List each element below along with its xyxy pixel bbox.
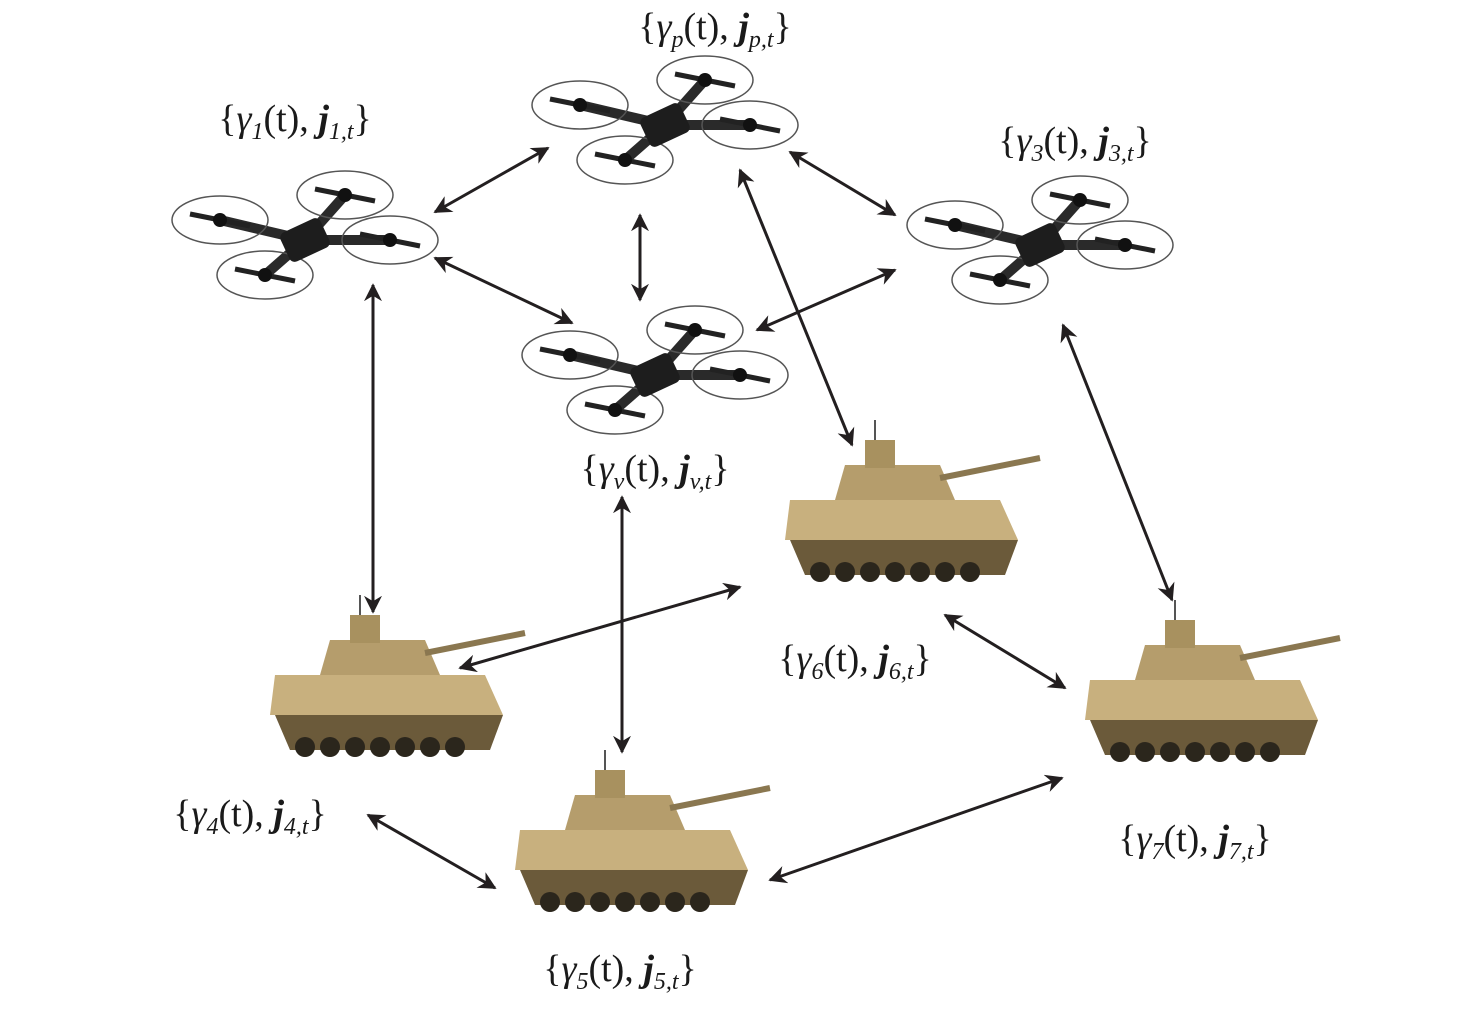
node-label-v: {γv(t), jv,t} — [580, 450, 729, 494]
j-symbol: j — [1218, 818, 1229, 860]
gamma-symbol: γ — [1136, 818, 1152, 860]
link-arrow-6-7 — [943, 613, 1067, 690]
drone-v-icon — [521, 305, 789, 435]
open-brace: { — [638, 6, 657, 48]
link-arrow-6-4 — [458, 582, 742, 673]
open-brace: { — [218, 98, 237, 140]
j-symbol: j — [643, 948, 654, 990]
close-brace: } — [678, 948, 697, 990]
node-label-5: {γ5(t), j5,t} — [543, 950, 697, 994]
tank-4-icon — [270, 595, 526, 757]
gamma-symbol: γ — [1016, 120, 1032, 162]
node-label-3: {γ3(t), j3,t} — [998, 122, 1152, 166]
open-brace: { — [543, 948, 562, 990]
link-arrow-1-v — [433, 256, 574, 325]
j-subscript: 1,t — [328, 119, 354, 145]
close-brace: } — [711, 448, 730, 490]
node-label-p: {γp(t), jp,t} — [638, 8, 792, 52]
gamma-subscript: 1 — [251, 119, 264, 145]
drone-3-icon — [906, 175, 1174, 305]
close-brace: } — [773, 6, 792, 48]
j-symbol: j — [1098, 120, 1109, 162]
drone-1-icon — [171, 170, 439, 300]
time-argument: (t), — [823, 638, 879, 680]
gamma-subscript: 5 — [576, 969, 589, 995]
node-label-4: {γ4(t), j4,t} — [173, 795, 327, 839]
tank-6-icon — [785, 420, 1041, 582]
gamma-symbol: γ — [796, 638, 812, 680]
j-subscript: 4,t — [283, 814, 309, 840]
j-symbol: j — [318, 98, 329, 140]
time-argument: (t), — [588, 948, 644, 990]
open-brace: { — [173, 793, 192, 835]
j-symbol: j — [878, 638, 889, 680]
time-argument: (t), — [218, 793, 274, 835]
j-symbol: j — [273, 793, 284, 835]
open-brace: { — [998, 120, 1017, 162]
tank-7-icon — [1085, 600, 1341, 762]
j-subscript: 6,t — [888, 659, 914, 685]
time-argument: (t), — [1163, 818, 1219, 860]
gamma-subscript: 3 — [1031, 141, 1044, 167]
drone-p-icon — [531, 55, 799, 185]
tank-5-icon — [515, 750, 771, 912]
open-brace: { — [580, 448, 599, 490]
link-arrow-7-5 — [768, 774, 1064, 884]
gamma-subscript: 4 — [206, 814, 219, 840]
gamma-symbol: γ — [236, 98, 252, 140]
open-brace: { — [778, 638, 797, 680]
gamma-subscript: p — [671, 27, 684, 53]
j-subscript: 3,t — [1108, 141, 1134, 167]
time-argument: (t), — [683, 6, 739, 48]
node-label-1: {γ1(t), j1,t} — [218, 100, 372, 144]
gamma-symbol: γ — [561, 948, 577, 990]
j-subscript: p,t — [748, 27, 774, 53]
time-argument: (t), — [1043, 120, 1099, 162]
link-arrow-1-p — [433, 146, 550, 214]
close-brace: } — [1253, 818, 1272, 860]
j-subscript: v,t — [689, 469, 712, 495]
j-symbol: j — [679, 448, 690, 490]
gamma-symbol: γ — [598, 448, 614, 490]
gamma-symbol: γ — [191, 793, 207, 835]
link-arrow-3-v — [755, 268, 897, 332]
link-arrow-p-6 — [737, 168, 855, 447]
link-arrow-p-3 — [788, 150, 897, 217]
time-argument: (t), — [624, 448, 680, 490]
open-brace: { — [1118, 818, 1137, 860]
node-label-6: {γ6(t), j6,t} — [778, 640, 932, 684]
j-symbol: j — [738, 6, 749, 48]
gamma-subscript: 6 — [811, 659, 824, 685]
link-arrow-4-5 — [366, 813, 497, 890]
link-arrow-3-7 — [1060, 323, 1175, 602]
close-brace: } — [913, 638, 932, 680]
j-subscript: 5,t — [653, 969, 679, 995]
close-brace: } — [308, 793, 327, 835]
time-argument: (t), — [263, 98, 319, 140]
j-subscript: 7,t — [1228, 839, 1254, 865]
gamma-subscript: 7 — [1151, 839, 1164, 865]
close-brace: } — [353, 98, 372, 140]
close-brace: } — [1133, 120, 1152, 162]
gamma-subscript: v — [613, 469, 625, 495]
node-label-7: {γ7(t), j7,t} — [1118, 820, 1272, 864]
gamma-symbol: γ — [656, 6, 672, 48]
